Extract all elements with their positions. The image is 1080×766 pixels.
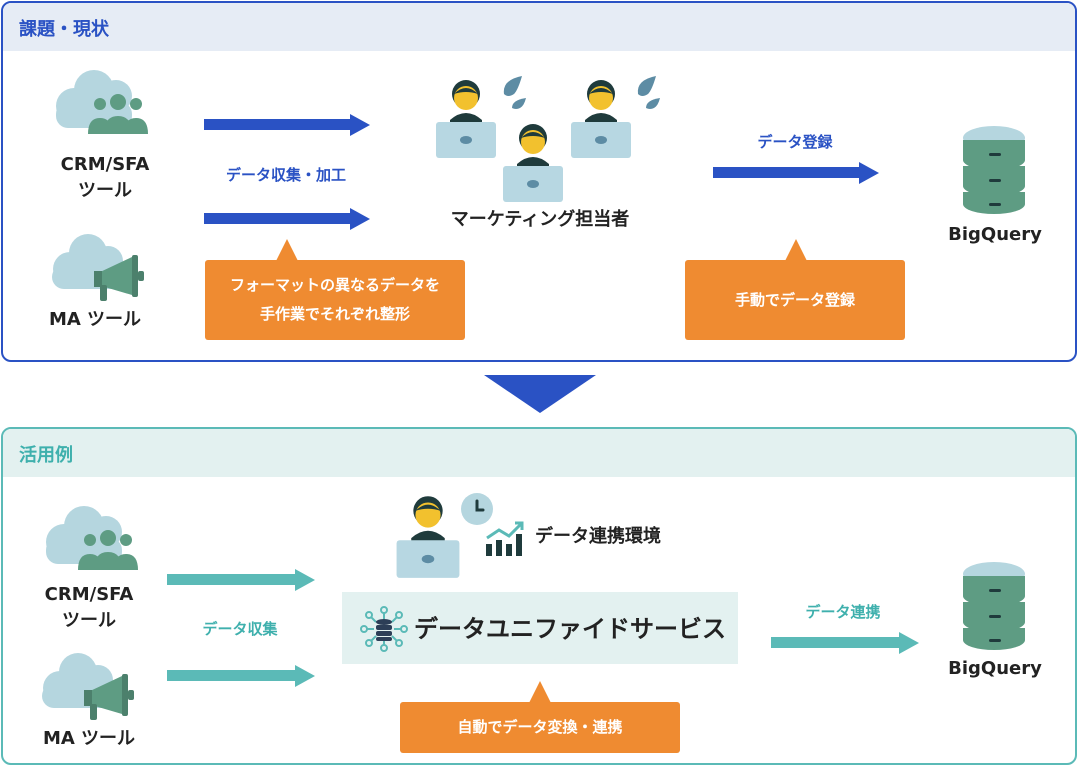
callout-manual-format-line1: フォーマットの異なるデータを — [229, 276, 440, 294]
cloud-people-icon — [46, 506, 138, 570]
callout-manual-register-text: 手動でデータ登録 — [734, 290, 855, 309]
cloud-megaphone-icon — [52, 234, 144, 301]
arrow-to-staff-lower — [204, 208, 370, 230]
worker-icon — [396, 496, 460, 578]
use-case-title: 活用例 — [3, 429, 1075, 477]
worker-icon — [571, 80, 631, 158]
staff-label: マーケティング担当者 — [450, 209, 630, 230]
arrow-to-bigquery-top — [713, 162, 879, 184]
callout-auto-convert-text: 自動でデータ変換・連携 — [457, 718, 623, 736]
bottom-ma-label: MA ツール — [42, 728, 136, 749]
arrow-to-service-lower — [167, 665, 315, 687]
bottom-crm-label-1: CRM/SFA — [44, 584, 134, 605]
sweat-drop-icon — [503, 76, 526, 109]
env-label: データ連携環境 — [535, 526, 661, 547]
top-crm-label-1: CRM/SFA — [60, 154, 150, 175]
link-label: データ連携 — [805, 603, 881, 621]
cloud-people-icon — [56, 70, 148, 134]
bottom-bigquery-label: BigQuery — [948, 658, 1042, 679]
current-issues-title: 課題・現状 — [3, 3, 1075, 51]
cloud-megaphone-icon — [42, 653, 134, 720]
top-crm-label-2: ツール — [78, 180, 132, 201]
arrow-to-bigquery-bottom — [771, 632, 919, 654]
top-bigquery-label: BigQuery — [948, 224, 1042, 245]
arrow-to-staff-upper — [204, 114, 370, 136]
worker-icon — [503, 124, 563, 202]
service-label: データユニファイドサービス — [414, 615, 726, 643]
callout-manual-format-line2: 手作業でそれぞれ整形 — [259, 305, 410, 323]
callout-pointer-auto — [529, 681, 551, 703]
bottom-collect-label: データ収集 — [202, 620, 278, 638]
register-label: データ登録 — [757, 133, 833, 151]
callout-auto-convert: 自動でデータ変換・連携 — [400, 702, 680, 753]
sweat-drop-icon — [637, 76, 660, 109]
hub-icon — [360, 606, 408, 652]
arrow-to-service-upper — [167, 569, 315, 591]
callout-pointer-left — [276, 239, 298, 261]
callout-pointer-right — [785, 239, 807, 261]
callout-manual-register: 手動でデータ登録 — [685, 260, 905, 340]
down-arrow-icon — [484, 375, 596, 413]
callout-manual-format: フォーマットの異なるデータを 手作業でそれぞれ整形 — [205, 260, 465, 340]
worker-icon — [436, 80, 496, 158]
clock-icon — [461, 493, 493, 525]
bar-chart-icon — [486, 521, 524, 556]
database-icon — [963, 562, 1025, 650]
current-issues-panel: 課題・現状 — [1, 1, 1077, 362]
unified-service-box — [342, 592, 738, 664]
top-collect-label: データ収集・加工 — [225, 166, 346, 184]
bottom-crm-label-2: ツール — [62, 610, 116, 631]
database-icon — [963, 126, 1025, 214]
top-ma-label: MA ツール — [48, 309, 142, 330]
